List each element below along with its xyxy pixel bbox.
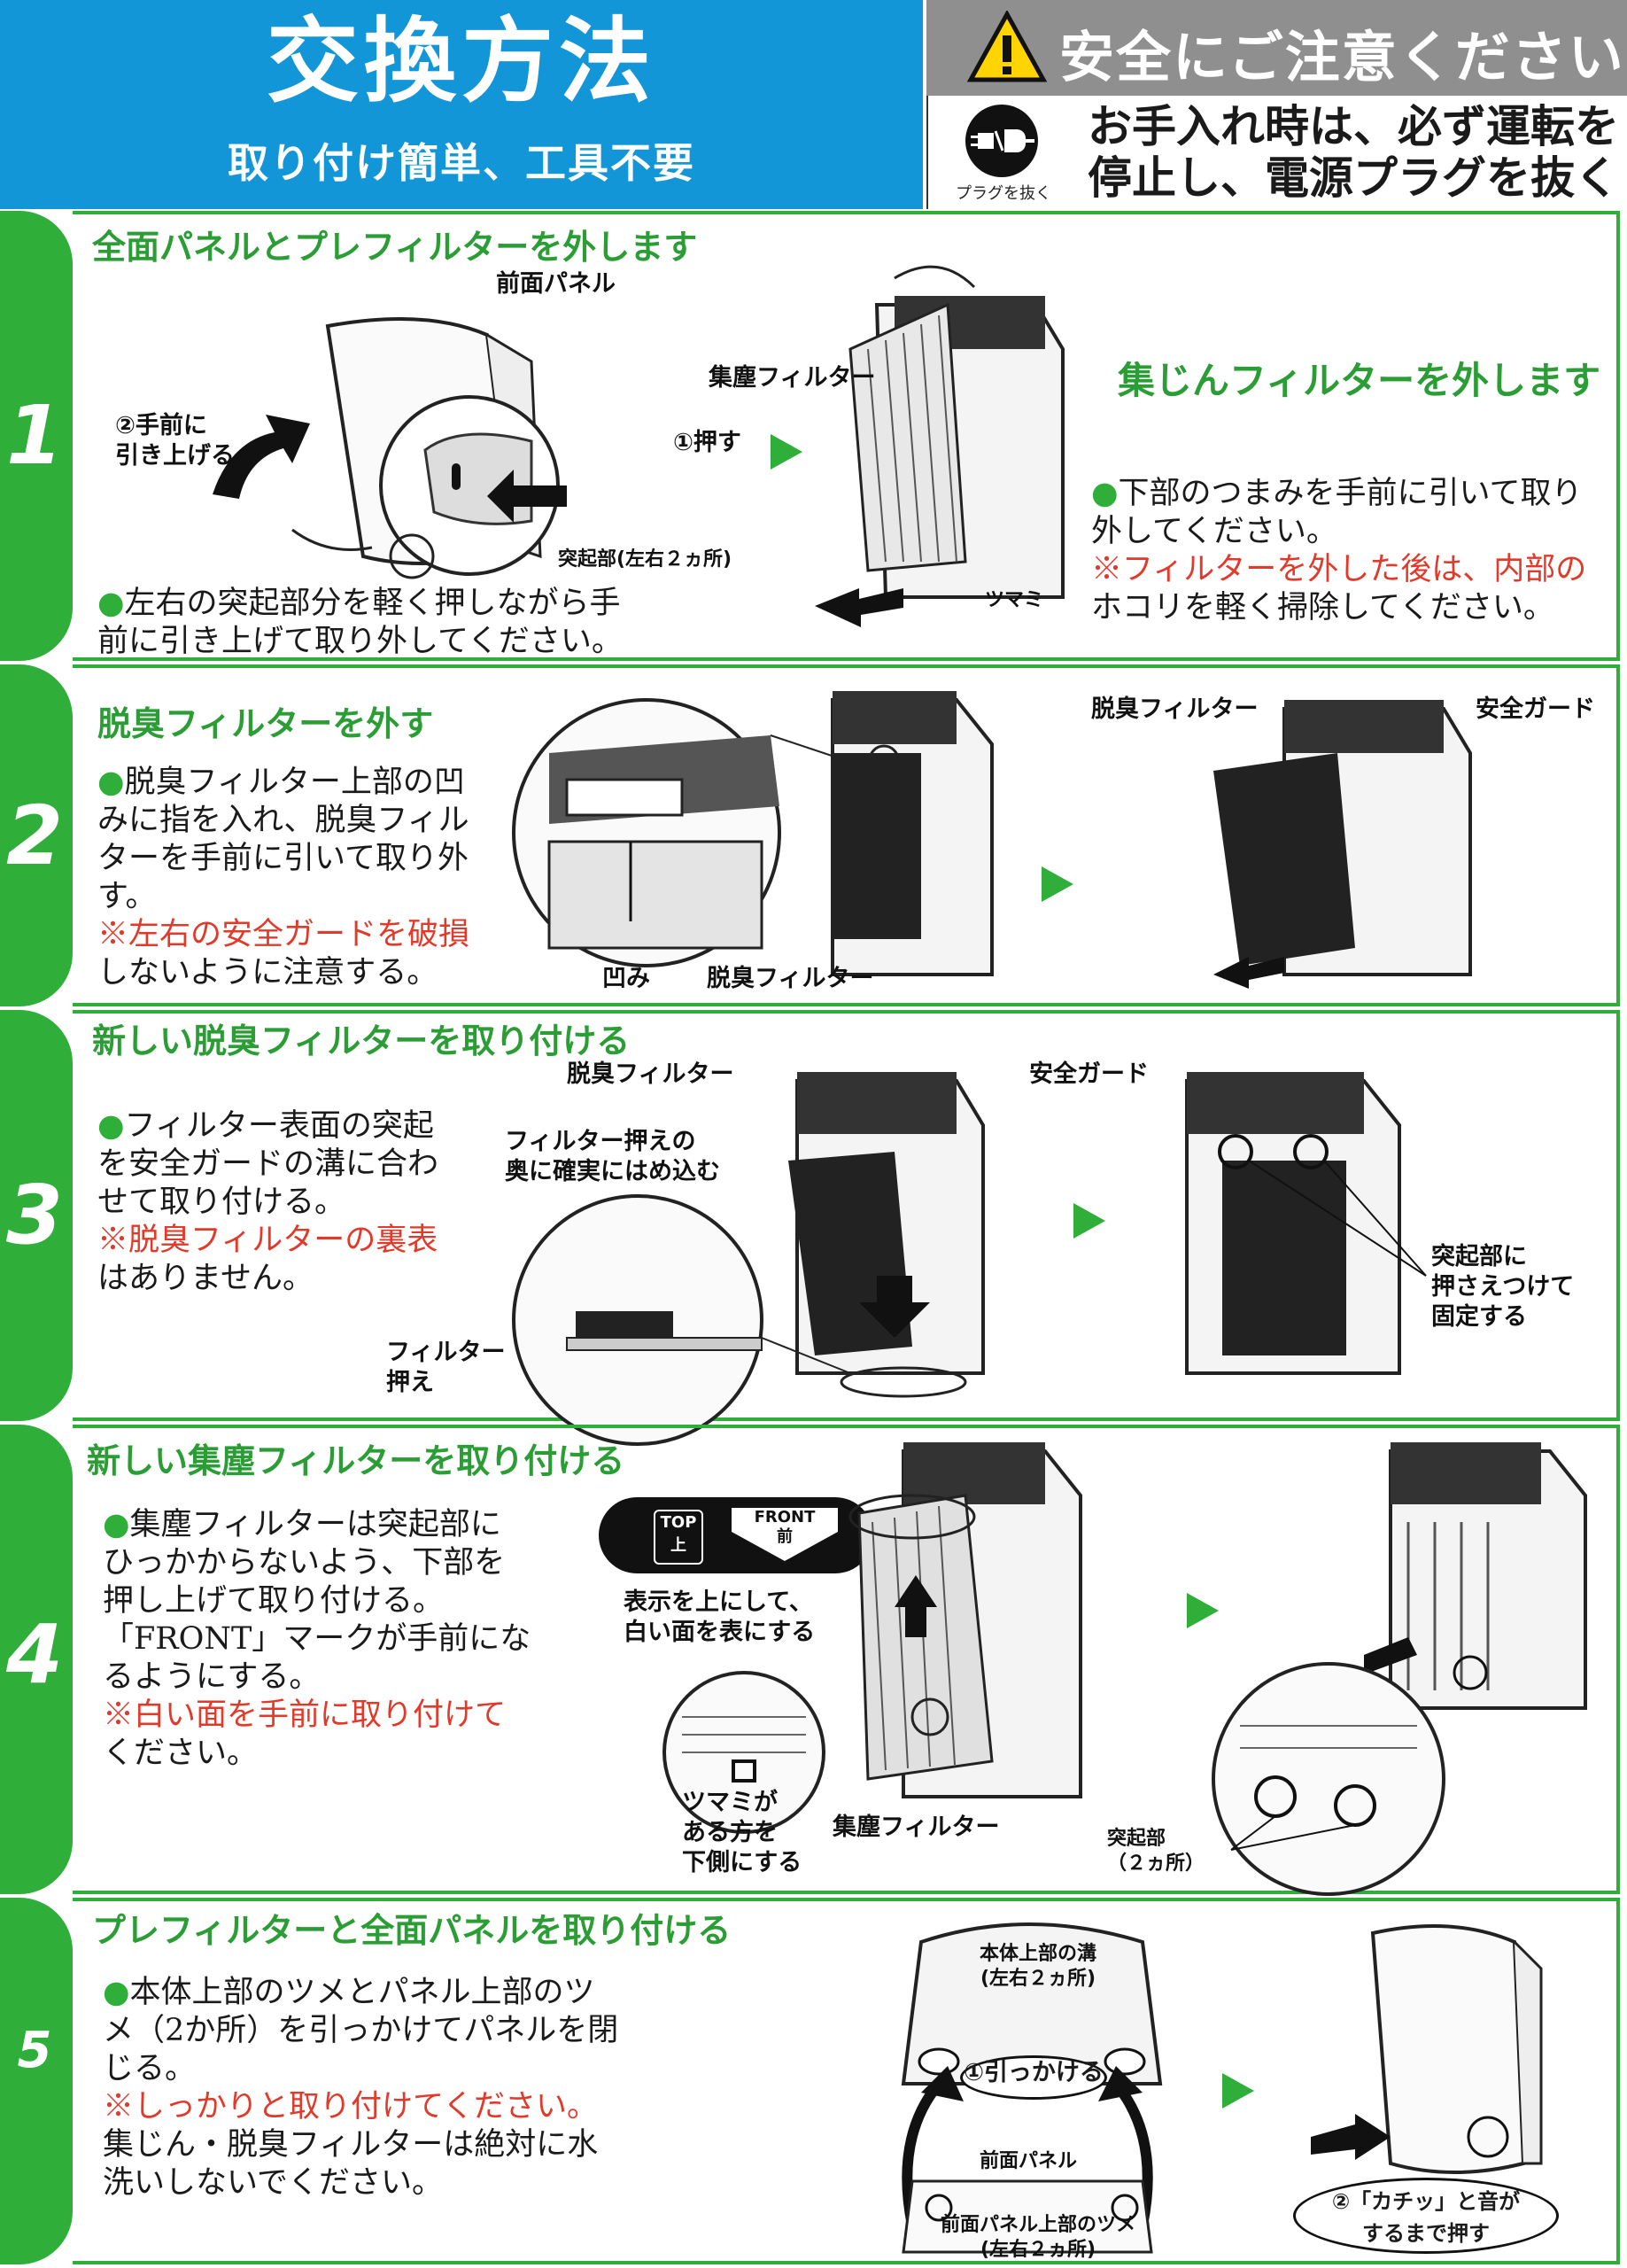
- step-frame: [73, 1425, 1620, 1894]
- label-deodor-filter-b: 脱臭フィルター: [1091, 695, 1259, 723]
- step-tab: [0, 211, 73, 661]
- step-number: 5: [17, 2022, 52, 2079]
- label-filter-holder-note: フィルター押えの 奥に確実にはめ込む: [505, 1128, 720, 1185]
- label-dent: 凹み: [602, 965, 650, 992]
- safety-title: 安全にご注意ください: [1059, 25, 1625, 89]
- dust-filter-install-illustration: [662, 1442, 1082, 1834]
- step-3-text: ●フィルター表面の突起 を安全ガードの溝に合わ せて取り付ける。 ※脱臭フィルタ…: [97, 1108, 439, 1296]
- header-banner: 交換方法 取り付け簡単、工具不要: [0, 0, 923, 209]
- label-deodor-filter-a: 脱臭フィルター: [707, 965, 874, 992]
- bullet-icon: ●: [97, 1108, 125, 1144]
- panel-removal-illustration: [213, 317, 567, 579]
- label-hook: ①引っかける: [960, 2055, 1107, 2100]
- next-arrow: [1073, 1203, 1105, 1239]
- step-2-text: ●脱臭フィルター上部の凹 みに指を入れ、脱臭フィル ターを手前に引いて取り外 す…: [97, 765, 470, 990]
- step-5: 5 プレフィルターと全面パネルを取り付ける ●本体上部のツメとパネル上部のツ メ…: [0, 1898, 1627, 2264]
- next-arrow: [1187, 1593, 1219, 1628]
- bullet-icon: ●: [103, 1975, 130, 2010]
- next-arrow: [1222, 2073, 1254, 2109]
- filter-marking-badge: TOP 上 FRONT 前: [599, 1497, 873, 1573]
- label-fix: 突起部に 押さえつけて 固定する: [1431, 1243, 1575, 1331]
- bullet-icon: ●: [97, 765, 125, 800]
- label-groove: 本体上部の溝 (左右２ヵ所): [980, 1943, 1097, 1990]
- dust-filter-removal-illustration: [815, 265, 1065, 627]
- step-4: 4 新しい集塵フィルターを取り付ける ●集塵フィルターは突起部に ひっかからない…: [0, 1425, 1627, 1896]
- step-3: 3 新しい脱臭フィルターを取り付ける ●フィルター表面の突起 を安全ガードの溝に…: [0, 1010, 1627, 1446]
- bullet-icon: ●: [97, 586, 125, 621]
- step-1-right-text: ●下部のつまみを手前に引いて取り 外してください。 ※フィルターを外した後は、内…: [1091, 476, 1587, 625]
- unplug-label: プラグを抜く: [956, 184, 1051, 203]
- label-safety-guard: 安全ガード: [1029, 1060, 1149, 1088]
- step-number: 4: [5, 1607, 63, 1702]
- deodor-filter-pulled-illustration: [1213, 700, 1472, 989]
- step-frame: [73, 1898, 1620, 2264]
- step-tab: [0, 664, 73, 1006]
- label-protrusion: 突起部 （２ヵ所）: [1107, 1828, 1205, 1875]
- label-deodor-filter: 脱臭フィルター: [567, 1060, 734, 1088]
- step-frame: [73, 211, 1620, 661]
- deodor-filter-fixed-illustration: [1185, 1072, 1427, 1375]
- label-safety-guard: 安全ガード: [1476, 695, 1595, 723]
- deodor-filter-install-illustration: [512, 1072, 985, 1446]
- label-front-panel: 前面パネル: [980, 2150, 1078, 2172]
- dust-filter-fixed-illustration: [1212, 1442, 1587, 1896]
- bullet-icon: ●: [103, 1507, 130, 1542]
- step-title: 全面パネルとプレフィルターを外します: [92, 227, 698, 267]
- label-click: ②「カチッ」と音が するまで押す: [1293, 2178, 1559, 2254]
- label-dust-filter: 集塵フィルター: [709, 364, 876, 392]
- step-tab: [0, 1010, 73, 1421]
- panel-attach-illustration: [901, 1922, 1163, 2254]
- next-arrow: [1042, 866, 1073, 902]
- safety-notice: プラグを抜く お手入れ時は、必ず運転を 停止し、電源プラグを抜く: [926, 96, 1627, 209]
- label-front-panel: 前面パネル: [496, 270, 616, 298]
- panel-close-illustration: [1311, 1924, 1543, 2174]
- label-dust-filter: 集塵フィルター: [833, 1814, 1000, 1841]
- page-subtitle: 取り付け簡単、工具不要: [228, 139, 695, 187]
- label-claw: 前面パネル上部のツメ (左右２ヵ所): [941, 2214, 1136, 2261]
- label-display-up: 表示を上にして、 白い面を表にする: [624, 1588, 816, 1646]
- step-2: 2 脱臭フィルターを外す ●脱臭フィルター上部の凹 みに指を入れ、脱臭フィル タ…: [0, 664, 1627, 1006]
- step-number: 1: [5, 388, 63, 483]
- step-frame: [73, 1010, 1620, 1421]
- step-1: 1 全面パネルとプレフィルターを外します 前面パネル ②手前に 引き上げる ①押…: [0, 211, 1627, 661]
- label-knob: ツマミ: [985, 589, 1044, 611]
- label-pull-up: ②手前に 引き上げる: [115, 412, 235, 470]
- step-frame: [73, 664, 1620, 1006]
- label-filter-holder: フィルター 押え: [386, 1339, 506, 1396]
- step-title: プレフィルターと全面パネルを取り付ける: [92, 1910, 732, 1950]
- label-push: ①押す: [673, 429, 741, 456]
- step-title: 脱臭フィルターを外す: [97, 703, 434, 743]
- safety-banner: 安全にご注意ください: [926, 0, 1627, 96]
- step-1-left-text: ●左右の突起部分を軽く押しながら手 前に引き上げて取り外してください。: [97, 586, 623, 659]
- step-title: 新しい集塵フィルターを取り付ける: [87, 1441, 625, 1480]
- safety-message: お手入れ時は、必ず運転を 停止し、電源プラグを抜く: [1088, 100, 1619, 204]
- step-tab: [0, 1425, 73, 1894]
- deodor-filter-removal-illustration: [512, 691, 994, 976]
- top-marking: TOP 上: [654, 1510, 703, 1565]
- label-knob-side: ツマミが ある方を 下側にする: [682, 1789, 802, 1876]
- step-number: 3: [5, 1168, 63, 1262]
- step-number: 2: [5, 788, 63, 883]
- step-tab: [0, 1898, 73, 2264]
- bullet-icon: ●: [1091, 476, 1119, 511]
- label-protrusion: 突起部(左右２ヵ所): [558, 548, 732, 571]
- unplug-icon: [965, 105, 1038, 177]
- page-title: 交換方法: [266, 7, 656, 115]
- next-arrow: [771, 434, 802, 470]
- warning-icon: [967, 11, 1047, 82]
- step-4-text: ●集塵フィルターは突起部に ひっかからないよう、下部を 押し上げて取り付ける。 …: [103, 1507, 531, 1771]
- step-1-subtitle: 集じんフィルターを外します: [1118, 359, 1601, 402]
- step-title: 新しい脱臭フィルターを取り付ける: [92, 1021, 631, 1060]
- step-5-text: ●本体上部のツメとパネル上部のツ メ（2か所）を引っかけてパネルを閉 じる。 ※…: [103, 1975, 619, 2201]
